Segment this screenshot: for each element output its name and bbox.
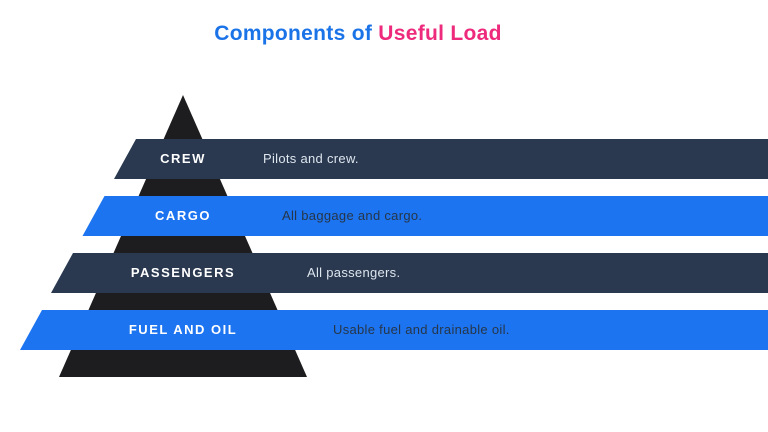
page-title: Components of Useful Load (0, 22, 716, 46)
layer-description: All passengers. (307, 265, 401, 280)
title-highlight: Useful Load (378, 22, 502, 45)
layer-label: FUEL AND OIL (128, 322, 238, 337)
layer-label: CARGO (155, 208, 211, 223)
layer-description: All baggage and cargo. (282, 208, 423, 223)
pyramid-layer-crew: CREW Pilots and crew. (114, 139, 768, 179)
layer-label: PASSENGERS (130, 265, 236, 280)
layer-label: CREW (160, 151, 206, 166)
pyramid-layer-passengers: PASSENGERS All passengers. (51, 253, 768, 293)
title-prefix: Components of (214, 22, 373, 45)
layer-description: Usable fuel and drainable oil. (333, 322, 510, 337)
layer-description: Pilots and crew. (263, 151, 359, 166)
pyramid-layer-fuel-and-oil: FUEL AND OIL Usable fuel and drainable o… (20, 310, 768, 350)
pyramid-layer-cargo: CARGO All baggage and cargo. (82, 196, 768, 236)
